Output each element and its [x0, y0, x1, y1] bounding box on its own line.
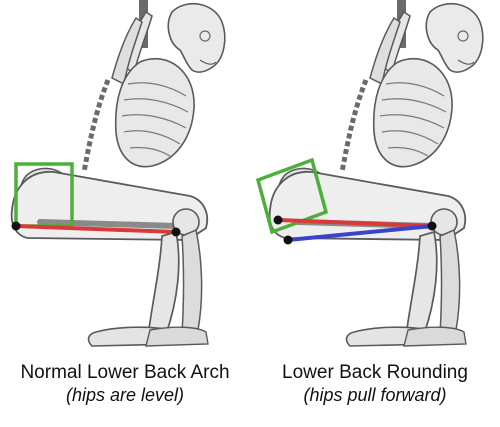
squat-skeleton-figure-right [270, 0, 483, 346]
hip-knee-line-right [277, 218, 433, 228]
hip-knee-line-left [15, 224, 177, 234]
panel-right-back-rounding [255, 0, 483, 346]
squat-skeleton-figure-left [12, 0, 225, 346]
hip-dot-right [273, 215, 283, 225]
panel-left-normal-arch [12, 0, 225, 346]
knee-dot-right [427, 221, 437, 231]
caption-left-subtitle: (hips are level) [65, 385, 185, 405]
knee-dot-left [171, 227, 181, 237]
tilt-line-right [287, 224, 433, 242]
caption-right: Lower Back Rounding (hips pull forward) [250, 362, 500, 406]
caption-right-title: Lower Back Rounding [282, 362, 468, 383]
caption-left-title: Normal Lower Back Arch [20, 362, 230, 383]
caption-left: Normal Lower Back Arch (hips are level) [0, 362, 250, 406]
pelvis-box-right [255, 157, 329, 235]
hip-dot-left [11, 221, 21, 231]
pelvis-dot-right [283, 235, 293, 245]
caption-right-subtitle: (hips pull forward) [303, 385, 447, 405]
